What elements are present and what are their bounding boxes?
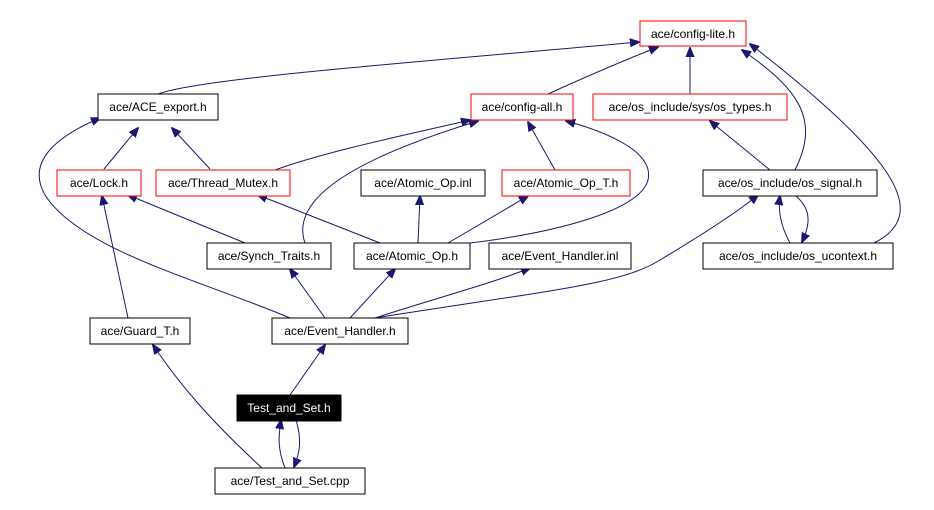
edge-os-signal-to-os-types bbox=[710, 121, 771, 171]
node-config-lite-box bbox=[639, 20, 747, 47]
edge-synch-traits-to-lock bbox=[128, 195, 246, 244]
node-os-types-box bbox=[592, 93, 788, 121]
node-os-signal-box bbox=[702, 169, 878, 197]
node-lock[interactable]: ace/Lock.h bbox=[56, 169, 142, 197]
edge-event-handler-to-os-signal bbox=[374, 195, 758, 319]
node-guard-t-label: ace/Guard_T.h bbox=[101, 324, 180, 338]
node-thread-mutex-box bbox=[155, 169, 291, 197]
edge-event-handler-to-atomic-op bbox=[349, 269, 395, 319]
node-os-ucontext-box bbox=[702, 242, 894, 270]
node-event-handler-inl[interactable]: ace/Event_Handler.inl bbox=[488, 242, 632, 270]
node-config-lite[interactable]: ace/config-lite.h bbox=[639, 20, 747, 47]
node-ace-export-label: ace/ACE_export.h bbox=[109, 100, 206, 114]
node-config-lite-label: ace/config-lite.h bbox=[651, 27, 735, 41]
node-os-ucontext-label: ace/os_include/os_ucontext.h bbox=[719, 249, 877, 263]
node-atomic-op-box bbox=[353, 242, 471, 270]
node-atomic-op-label: ace/Atomic_Op.h bbox=[366, 249, 458, 263]
node-test-and-set-cpp[interactable]: ace/Test_and_Set.cpp bbox=[214, 467, 366, 495]
edge-atomic-op-to-atomic-op-inl bbox=[418, 196, 420, 244]
node-ace-export[interactable]: ace/ACE_export.h bbox=[97, 93, 219, 121]
edge-ace-export-to-config-lite bbox=[157, 42, 639, 95]
node-test-and-set-cpp-box bbox=[214, 467, 366, 495]
edge-atomic-op-to-atomic-op-t bbox=[447, 196, 528, 244]
node-event-handler[interactable]: ace/Event_Handler.h bbox=[271, 317, 409, 345]
node-synch-traits[interactable]: ace/Synch_Traits.h bbox=[206, 242, 332, 270]
edge-event-handler-to-ace-export bbox=[38, 118, 291, 319]
node-test-and-set-h-label: Test_and_Set.h bbox=[247, 401, 330, 415]
node-event-handler-label: ace/Event_Handler.h bbox=[284, 324, 395, 338]
edge-thread-mutex-to-ace-export bbox=[172, 128, 211, 170]
node-event-handler-inl-label: ace/Event_Handler.inl bbox=[502, 249, 619, 263]
edge-test-and-set-cpp-to-test-and-set-h bbox=[279, 420, 286, 469]
edge-guard-t-to-lock bbox=[102, 196, 129, 319]
node-ace-export-box bbox=[97, 93, 219, 121]
node-lock-box bbox=[56, 169, 142, 197]
node-atomic-op-t-box bbox=[501, 169, 631, 197]
edge-event-handler-to-event-handler-inl bbox=[374, 268, 530, 319]
node-thread-mutex[interactable]: ace/Thread_Mutex.h bbox=[155, 169, 291, 197]
node-os-signal[interactable]: ace/os_include/os_signal.h bbox=[702, 169, 878, 197]
edge-os-ucontext-to-os-signal bbox=[779, 196, 791, 244]
edge-lock-to-ace-export bbox=[103, 128, 138, 170]
edge-os-signal-to-os-ucontext bbox=[795, 195, 808, 242]
node-event-handler-inl-box bbox=[488, 242, 632, 270]
node-atomic-op-inl[interactable]: ace/Atomic_Op.inl bbox=[360, 169, 486, 197]
node-lock-label: ace/Lock.h bbox=[70, 176, 128, 190]
node-config-all[interactable]: ace/config-all.h bbox=[470, 93, 574, 121]
edges bbox=[38, 42, 901, 469]
edge-event-handler-to-synch-traits bbox=[290, 269, 326, 319]
edge-atomic-op-t-to-config-all bbox=[528, 122, 556, 171]
edge-os-signal-to-config-lite bbox=[742, 50, 806, 171]
node-os-signal-label: ace/os_include/os_signal.h bbox=[718, 176, 862, 190]
edge-atomic-op-to-thread-mutex bbox=[258, 195, 381, 244]
node-os-types[interactable]: ace/os_include/sys/os_types.h bbox=[592, 93, 788, 121]
node-atomic-op-inl-label: ace/Atomic_Op.inl bbox=[374, 176, 471, 190]
node-os-ucontext[interactable]: ace/os_include/os_ucontext.h bbox=[702, 242, 894, 270]
node-atomic-op-t[interactable]: ace/Atomic_Op_T.h bbox=[501, 169, 631, 197]
node-atomic-op-t-label: ace/Atomic_Op_T.h bbox=[514, 176, 619, 190]
node-test-and-set-cpp-label: ace/Test_and_Set.cpp bbox=[231, 474, 350, 488]
edge-synch-traits-to-config-all bbox=[302, 121, 478, 244]
edge-test-and-set-h-to-test-and-set-cpp bbox=[294, 419, 300, 467]
node-event-handler-box bbox=[271, 317, 409, 345]
edge-test-and-set-h-to-event-handler bbox=[289, 345, 325, 396]
node-synch-traits-box bbox=[206, 242, 332, 270]
node-guard-t[interactable]: ace/Guard_T.h bbox=[89, 317, 191, 345]
node-config-all-box bbox=[470, 93, 574, 121]
edge-thread-mutex-to-config-all bbox=[274, 120, 470, 171]
node-test-and-set-h-box bbox=[236, 394, 342, 422]
edge-test-and-set-cpp-to-guard-t bbox=[153, 345, 263, 469]
edge-os-ucontext-to-config-lite bbox=[750, 44, 901, 244]
nodes: ace/config-lite.h ace/ACE_export.h ace/c… bbox=[56, 20, 894, 495]
node-thread-mutex-label: ace/Thread_Mutex.h bbox=[168, 176, 278, 190]
node-config-all-label: ace/config-all.h bbox=[482, 100, 563, 114]
node-atomic-op-inl-box bbox=[360, 169, 486, 197]
node-guard-t-box bbox=[89, 317, 191, 345]
node-synch-traits-label: ace/Synch_Traits.h bbox=[218, 249, 320, 263]
node-atomic-op[interactable]: ace/Atomic_Op.h bbox=[353, 242, 471, 270]
node-os-types-label: ace/os_include/sys/os_types.h bbox=[609, 100, 772, 114]
edge-atomic-op-to-config-all bbox=[469, 121, 650, 244]
edge-config-all-to-config-lite bbox=[547, 47, 658, 95]
node-test-and-set-h[interactable]: Test_and_Set.h bbox=[236, 394, 342, 422]
